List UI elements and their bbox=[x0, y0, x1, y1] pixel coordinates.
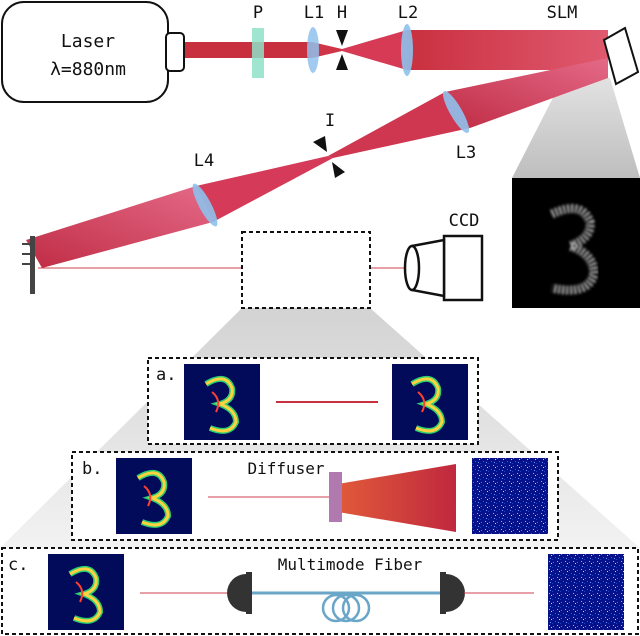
label-h: H bbox=[337, 3, 347, 23]
laser-label: Laser bbox=[61, 31, 115, 52]
beam-l2-to-slm bbox=[407, 30, 608, 70]
panel-a: a. bbox=[147, 357, 479, 445]
slm-device bbox=[602, 26, 640, 86]
diffuser-plate bbox=[329, 472, 342, 522]
label-p: P bbox=[253, 3, 263, 23]
laser-wavelength-label: λ=880nm bbox=[50, 59, 126, 80]
beam-focus-to-l2 bbox=[342, 30, 407, 70]
label-slm: SLM bbox=[547, 3, 578, 23]
label-ccd: CCD bbox=[449, 211, 480, 231]
panel-b-speckle-image bbox=[472, 458, 548, 534]
panel-c-speckle-image bbox=[548, 554, 624, 630]
panel-c-input-digit-image bbox=[48, 554, 124, 630]
lens-l4 bbox=[192, 183, 218, 227]
diffuser-scattered-beam bbox=[338, 464, 456, 532]
beam-l3-to-iris bbox=[328, 92, 470, 158]
fiber-connector-left-icon bbox=[227, 574, 246, 612]
beam-slm-to-l3 bbox=[445, 58, 608, 128]
polarizer-plate bbox=[252, 28, 264, 78]
mirror bbox=[22, 236, 35, 294]
panel-b: b. Diffuser bbox=[71, 451, 559, 541]
panel-c: c. Multimode Fiber bbox=[1, 547, 639, 635]
sample-region bbox=[241, 231, 371, 309]
panel-b-input-digit-image bbox=[116, 458, 192, 534]
lens-l1 bbox=[307, 27, 319, 73]
fiber-coil-icon bbox=[321, 593, 371, 623]
slm-pattern-image bbox=[512, 178, 640, 308]
fiber-connector-right-icon bbox=[446, 574, 465, 612]
fiber-connector-right-ferrule bbox=[440, 572, 446, 614]
label-l4: L4 bbox=[194, 151, 214, 171]
fiber-label: Multimode Fiber bbox=[278, 555, 423, 574]
diffuser-label: Diffuser bbox=[247, 459, 324, 478]
label-l3: L3 bbox=[456, 143, 476, 163]
iris-aperture bbox=[313, 136, 345, 178]
panel-a-output-digit-image bbox=[392, 364, 468, 440]
beam-l1-to-focus bbox=[312, 42, 342, 58]
lens-l2 bbox=[401, 24, 413, 76]
laser-box: Laser λ=880nm bbox=[1, 1, 185, 103]
label-i: I bbox=[325, 111, 335, 131]
beam-laser-to-l1 bbox=[182, 42, 312, 58]
panel-b-label: b. bbox=[82, 459, 102, 479]
beam-l4-to-mirror bbox=[26, 186, 213, 268]
fiber-connector-left-ferrule bbox=[246, 572, 252, 614]
pinhole-aperture-h bbox=[336, 30, 348, 70]
zoom-funnel-slm bbox=[512, 78, 640, 178]
ccd-camera bbox=[403, 234, 484, 302]
beam-iris-to-l4 bbox=[196, 156, 333, 222]
panel-c-label: c. bbox=[8, 555, 28, 575]
lens-l3 bbox=[442, 91, 470, 133]
panel-a-input-digit-image bbox=[184, 364, 260, 440]
panel-a-label: a. bbox=[156, 365, 176, 385]
label-l1: L1 bbox=[304, 3, 324, 23]
label-l2: L2 bbox=[398, 3, 418, 23]
